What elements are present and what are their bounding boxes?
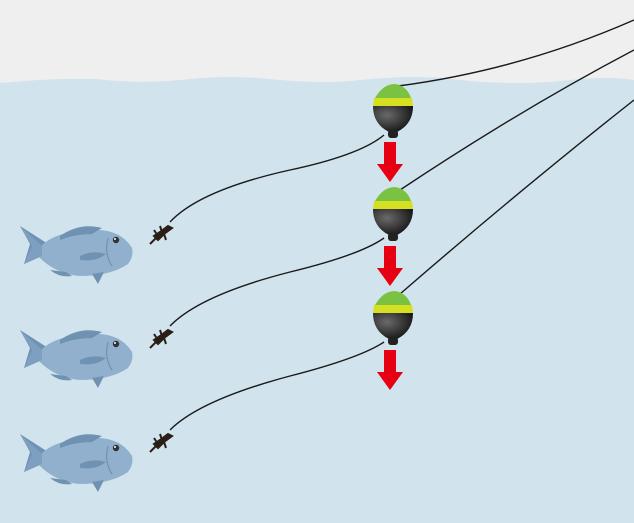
main-line-2 xyxy=(399,49,634,191)
main-line-1 xyxy=(397,19,634,87)
leader-line-1 xyxy=(169,134,385,223)
sky xyxy=(0,0,634,90)
leader-line-2 xyxy=(169,237,385,327)
main-line-3 xyxy=(399,99,634,295)
water xyxy=(0,77,634,523)
leader-line-3 xyxy=(169,341,385,431)
